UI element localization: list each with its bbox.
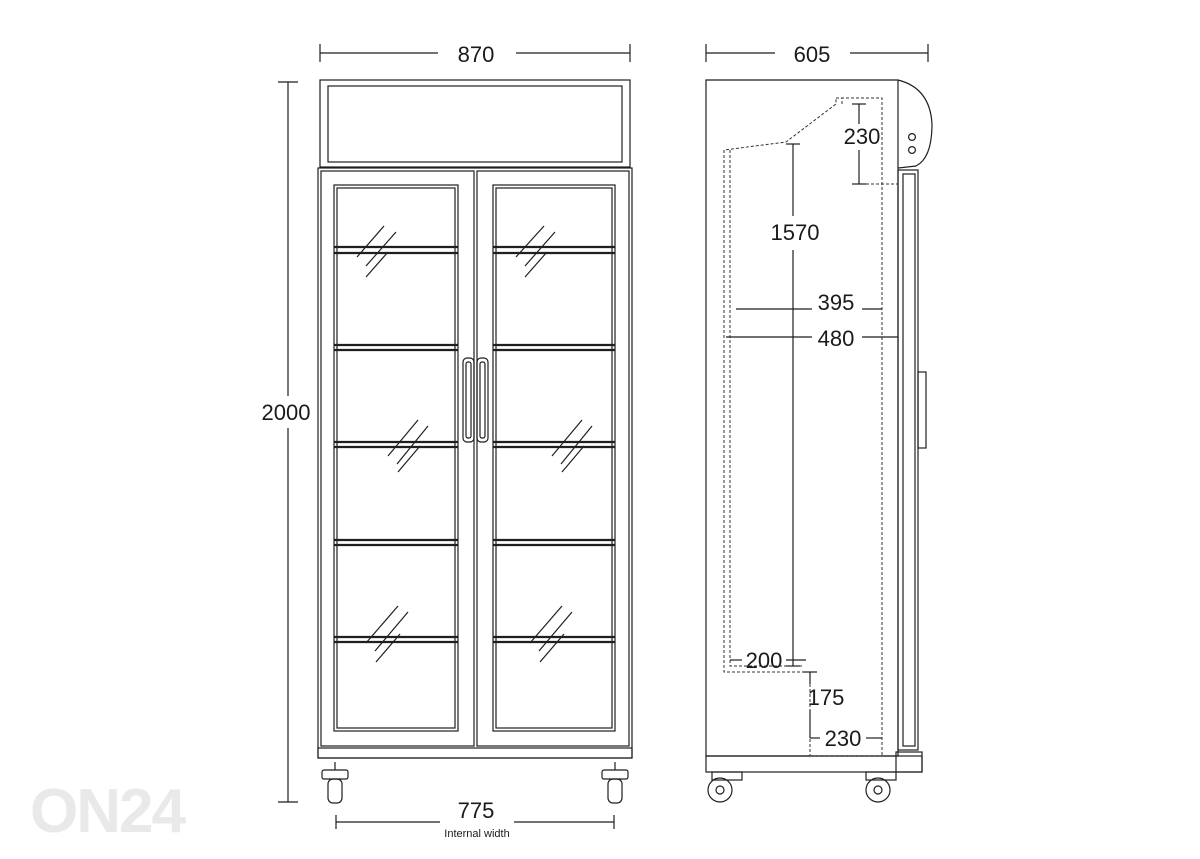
dim-bottom-step: 200 — [730, 648, 806, 673]
side-depth-label: 605 — [794, 42, 831, 67]
dim-base-depth: 230 — [810, 726, 882, 751]
side-depth-dimension: 605 — [705, 42, 929, 67]
watermark-logo: ON24 — [30, 777, 186, 846]
front-right-door — [476, 170, 630, 747]
control-knob-icon — [907, 146, 916, 155]
base-depth-label: 230 — [825, 726, 862, 751]
internal-width-dimension: 775 Internal width — [335, 798, 615, 840]
internal-volume-outline — [723, 97, 883, 757]
internal-depth-label: 480 — [818, 326, 855, 351]
dim-internal-height: 1570 — [771, 143, 820, 667]
side-front-caster — [865, 771, 897, 803]
side-rear-caster — [707, 771, 743, 803]
front-width-label: 870 — [458, 42, 495, 67]
front-left-caster — [321, 762, 349, 804]
side-door-edge — [897, 169, 919, 751]
side-door-handle — [917, 371, 927, 449]
internal-width-label: 775 — [458, 798, 495, 823]
dim-top-module: 230 — [844, 103, 898, 185]
top-module-label: 230 — [844, 124, 881, 149]
control-knob-icon — [907, 133, 916, 142]
side-cabinet — [705, 79, 933, 757]
front-width-dimension: 870 — [319, 42, 631, 67]
internal-width-caption: Internal width — [444, 828, 509, 840]
base-height-label: 175 — [808, 685, 845, 710]
dim-shelf-depth: 395 — [736, 290, 882, 315]
bottom-step-label: 200 — [746, 648, 783, 673]
dim-internal-depth: 480 — [726, 326, 898, 351]
front-cabinet — [317, 167, 633, 759]
front-left-door — [320, 170, 475, 747]
front-view: 870 2000 — [262, 42, 633, 840]
front-height-dimension: 2000 — [262, 81, 311, 803]
side-view: 605 — [705, 42, 933, 803]
shelf-depth-label: 395 — [818, 290, 855, 315]
front-canopy — [319, 79, 631, 168]
front-right-caster — [601, 762, 629, 804]
dim-base-height: 175 — [803, 671, 845, 738]
front-height-label: 2000 — [262, 400, 311, 425]
internal-height-label: 1570 — [771, 220, 820, 245]
